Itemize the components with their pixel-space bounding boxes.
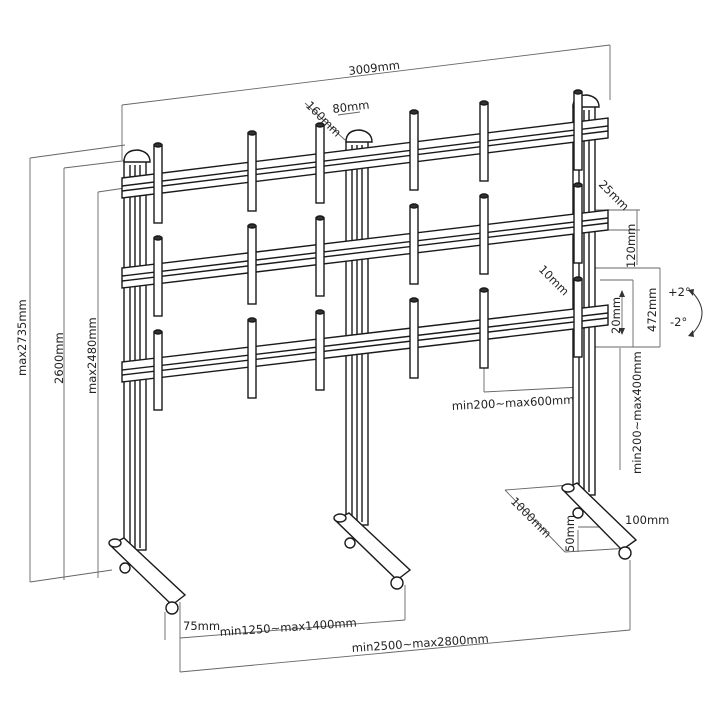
stand-structure	[108, 89, 638, 615]
label-tilt-minus: -2°	[670, 315, 687, 329]
bracket-caps	[153, 89, 583, 335]
column-left	[123, 159, 147, 551]
foot-right	[561, 482, 638, 560]
label-wheel-height: 50mm	[563, 515, 577, 552]
label-caster-offset: 75mm	[183, 619, 220, 633]
tilt-arrow-icon	[691, 291, 703, 335]
foot-middle	[333, 512, 412, 590]
label-base-width: 100mm	[625, 513, 669, 527]
label-bracket-spacing: min200~max600mm	[451, 393, 574, 413]
label-overall-width: 3009mm	[348, 58, 401, 78]
column-middle	[345, 139, 369, 526]
label-arm-width: 80mm	[332, 98, 370, 116]
label-vertical-pitch: min200~max400mm	[630, 351, 644, 474]
label-max-height: max2735mm	[15, 299, 29, 376]
dimension-lines	[29, 44, 661, 673]
foot-left	[108, 537, 187, 615]
label-rail-depth: 25mm	[596, 177, 632, 213]
label-max-mount-height: max2480mm	[85, 317, 99, 394]
label-micro-adjust: 20mm	[609, 297, 623, 334]
label-column-spacing: min1250~max1400mm	[219, 615, 357, 639]
label-vertical-span: 472mm	[645, 288, 659, 332]
label-tilt-plus: +2°	[668, 285, 691, 299]
label-column-height: 2600mm	[52, 332, 66, 384]
label-rail-profile: 10mm	[536, 262, 572, 298]
label-base-depth: 1000mm	[508, 494, 554, 540]
label-rail-spacing: 120mm	[624, 224, 638, 268]
label-total-spacing: min2500~max2800mm	[351, 631, 489, 655]
